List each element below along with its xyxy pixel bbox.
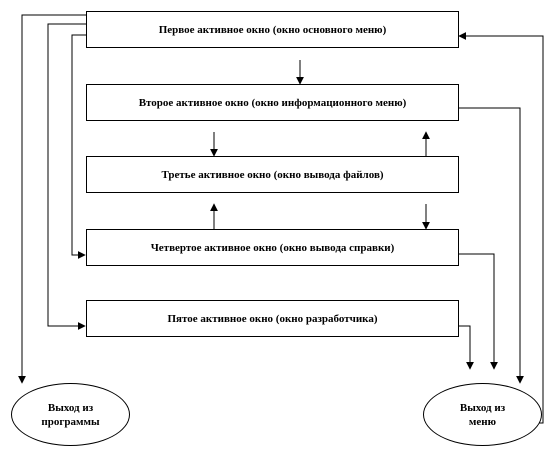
window-box-1: Первое активное окно (окно основного мен… [86, 11, 459, 48]
edge-exit-menu-w1 [458, 32, 544, 424]
exit-program-node: Выход из программы [11, 383, 130, 446]
edge-w1-exit-program [18, 14, 86, 384]
edge-w5-exit-menu [459, 325, 474, 370]
window-box-4: Четвертое активное окно (окно вывода спр… [86, 229, 459, 266]
edge-w2-exit-menu [459, 107, 524, 384]
exit-program-line2: программы [41, 415, 100, 428]
edge-w4-exit-menu [459, 253, 498, 370]
window-box-2: Второе активное окно (окно информационно… [86, 84, 459, 121]
window-label-3: Третье активное окно (окно вывода файлов… [161, 168, 384, 181]
window-label-5: Пятое активное окно (окно разработчика) [167, 312, 378, 325]
window-label-4: Четвертое активное окно (окно вывода спр… [150, 241, 395, 254]
edge-w1-w4 [71, 34, 86, 259]
window-label-1: Первое активное окно (окно основного мен… [158, 23, 387, 36]
window-label-2: Второе активное окно (окно информационно… [138, 96, 407, 109]
edge-w1-w5 [47, 23, 86, 330]
exit-menu-line2: меню [468, 415, 497, 428]
exit-program-line1: Выход из [47, 401, 94, 414]
exit-menu-node: Выход из меню [423, 383, 542, 446]
exit-menu-line1: Выход из [459, 401, 506, 414]
window-box-3: Третье активное окно (окно вывода файлов… [86, 156, 459, 193]
window-box-5: Пятое активное окно (окно разработчика) [86, 300, 459, 337]
